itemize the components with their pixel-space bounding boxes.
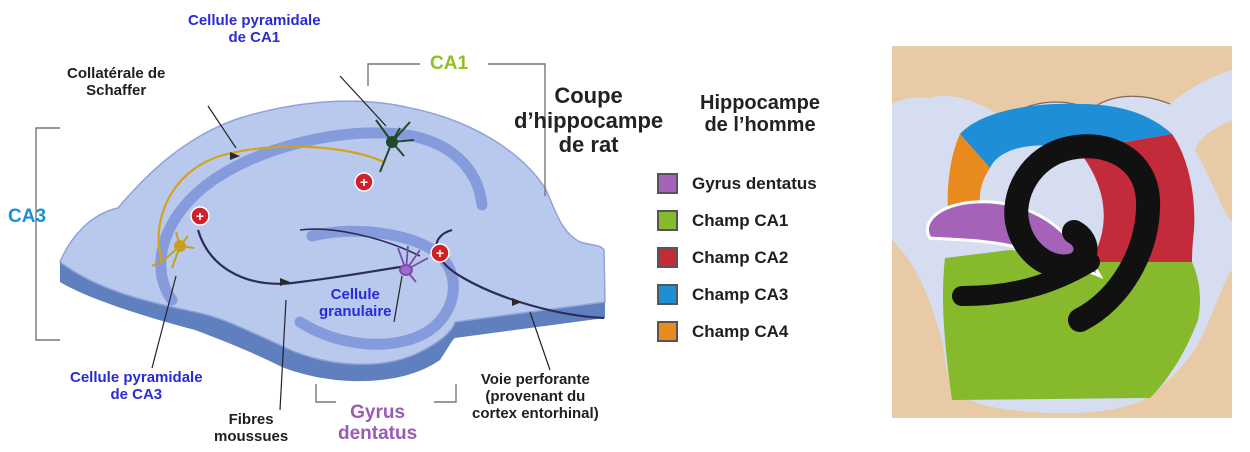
legend-swatch	[657, 210, 678, 231]
svg-text:+: +	[196, 208, 204, 224]
legend-item-champ-ca2: Champ CA2	[657, 239, 817, 276]
legend: Gyrus dentatus Champ CA1 Champ CA2 Champ…	[657, 165, 817, 350]
legend-label: Champ CA2	[692, 248, 788, 268]
legend-item-champ-ca1: Champ CA1	[657, 202, 817, 239]
synapse-plus-dg: +	[431, 244, 449, 262]
legend-swatch	[657, 284, 678, 305]
label-ca3-pyramidal: Cellule pyramidale de CA3	[70, 370, 203, 404]
legend-swatch	[657, 321, 678, 342]
synapse-plus-ca1: +	[355, 173, 373, 191]
ca3-bracket	[36, 128, 60, 340]
legend-label: Champ CA4	[692, 322, 788, 342]
legend-label: Champ CA1	[692, 211, 788, 231]
rat-section-title: Coupe d’hippocampe de rat	[514, 84, 663, 158]
label-granule-cell: Cellule granulaire	[319, 287, 392, 321]
human-section	[892, 46, 1232, 418]
legend-swatch	[657, 173, 678, 194]
legend-item-champ-ca4: Champ CA4	[657, 313, 817, 350]
label-ca1-pyramidal: Cellule pyramidale de CA1	[188, 13, 321, 47]
legend-swatch	[657, 247, 678, 268]
legend-label: Champ CA3	[692, 285, 788, 305]
gyrus-bracket	[316, 384, 456, 402]
svg-text:+: +	[360, 174, 368, 190]
legend-label: Gyrus dentatus	[692, 174, 817, 194]
label-ca1: CA1	[430, 53, 468, 74]
synapse-plus-ca3: +	[191, 207, 209, 225]
label-gyrus-dentatus: Gyrus dentatus	[338, 402, 417, 445]
legend-title: Hippocampe de l’homme	[700, 92, 820, 137]
legend-item-champ-ca3: Champ CA3	[657, 276, 817, 313]
label-schaffer: Collatérale de Schaffer	[67, 66, 165, 100]
label-perforant-path: Voie perforante (provenant du cortex ent…	[472, 372, 599, 422]
label-ca3: CA3	[8, 206, 46, 227]
legend-item-gyrus-dentatus: Gyrus dentatus	[657, 165, 817, 202]
label-mossy-fibres: Fibres moussues	[214, 412, 288, 446]
svg-text:+: +	[436, 245, 444, 261]
